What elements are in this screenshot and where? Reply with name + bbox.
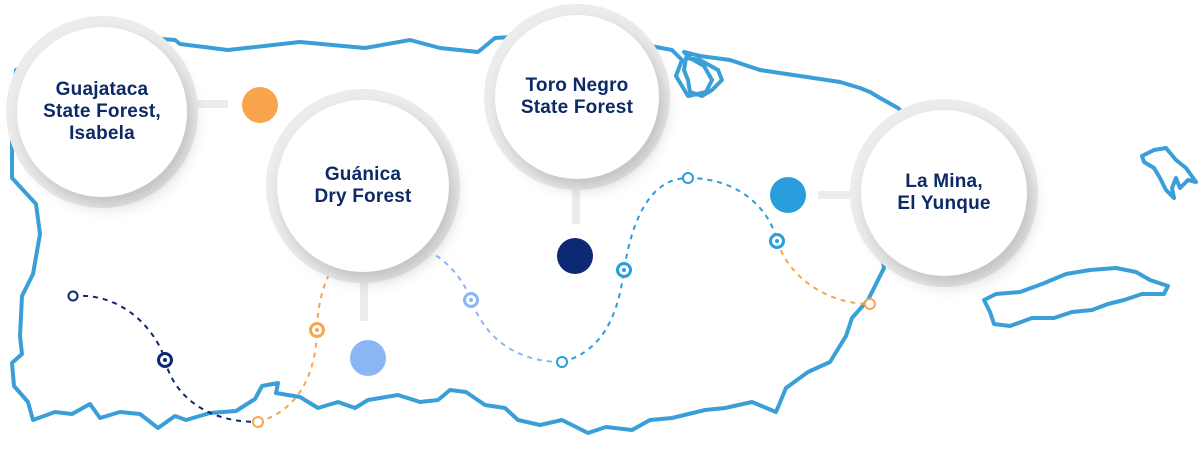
bubble-guanica[interactable]: Guánica Dry Forest <box>266 89 460 283</box>
route-segment-4 <box>561 176 778 363</box>
bubble-toronegro[interactable]: Toro Negro State Forest <box>484 4 670 190</box>
route-segment-5 <box>776 240 871 305</box>
location-label-lamina: La Mina, El Yunque <box>897 171 991 214</box>
marker-guanica[interactable] <box>350 340 386 376</box>
connector-toronegro <box>572 188 580 224</box>
location-label-guanica: Guánica Dry Forest <box>314 164 412 207</box>
waypoint-ring <box>556 356 568 368</box>
bubble-lamina[interactable]: La Mina, El Yunque <box>850 99 1038 287</box>
marker-lamina[interactable] <box>770 177 806 213</box>
connector-guajataca <box>196 100 228 108</box>
bubble-face: Guánica Dry Forest <box>277 100 449 272</box>
waypoint-dot <box>163 358 167 362</box>
waypoint-dot <box>775 239 779 243</box>
waypoint-dot <box>622 268 626 272</box>
waypoint-dot <box>469 298 473 302</box>
waypoint-ring <box>252 416 264 428</box>
small-island-north <box>682 56 724 98</box>
waypoint-dot <box>315 328 319 332</box>
bubble-face: La Mina, El Yunque <box>861 110 1027 276</box>
bubble-face: Guajataca State Forest, Isabela <box>17 27 187 197</box>
island-east-north <box>1140 146 1198 200</box>
location-label-guajataca: Guajataca State Forest, Isabela <box>43 79 161 144</box>
waypoint-ring <box>682 172 694 184</box>
connector-guanica <box>360 281 368 321</box>
island-east-south <box>982 266 1170 328</box>
location-label-toronegro: Toro Negro State Forest <box>520 75 634 118</box>
bubble-face: Toro Negro State Forest <box>495 15 659 179</box>
waypoint-ring <box>67 290 79 302</box>
waypoint-ring <box>864 298 876 310</box>
bubble-guajataca[interactable]: Guajataca State Forest, Isabela <box>6 16 198 208</box>
main-island-outline <box>10 32 906 435</box>
marker-toronegro[interactable] <box>557 238 593 274</box>
marker-guajataca[interactable] <box>242 87 278 123</box>
connector-lamina <box>818 191 852 199</box>
